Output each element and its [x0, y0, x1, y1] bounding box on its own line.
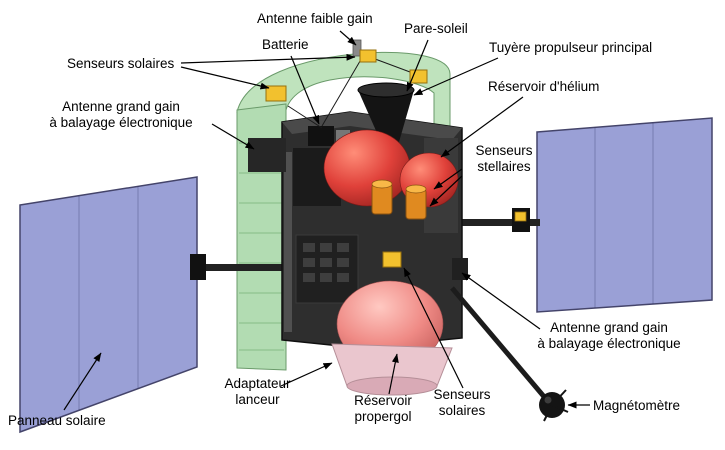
label-senseurs-solaires-haut: Senseurs solaires [67, 56, 175, 71]
leader-panneau-solaire [63, 352, 102, 411]
low-gain-antenna [352, 39, 362, 57]
label-adaptateur-lanceur: Adaptateur lanceur [224, 376, 291, 408]
sun-sensors [265, 49, 428, 268]
magnetometer-boom [450, 286, 569, 422]
main-thruster-nozzle [357, 82, 415, 142]
leader-senseurs-solaires-haut-2 [180, 66, 270, 90]
solar-panel-left-arm [190, 254, 286, 280]
leader-reservoir-propergol [388, 353, 399, 395]
side-antenna-right-mount [452, 258, 468, 280]
leader-batterie [290, 55, 320, 125]
leader-antenne-grand-gain-droite [461, 272, 541, 330]
label-tuyere-propulseur: Tuyère propulseur principal [489, 40, 653, 55]
label-pare-soleil: Pare-soleil [404, 21, 468, 36]
side-antenna-left-mount [248, 138, 286, 172]
solar-panel-left [19, 176, 198, 434]
label-antenne-grand-gain-droite: Antenne grand gain à balayage électroniq… [537, 320, 681, 352]
leader-reservoir-helium [440, 96, 524, 158]
leader-senseurs-solaires-haut-1 [180, 53, 356, 64]
leader-antenne-faible-gain [339, 30, 357, 46]
leader-tuyere [413, 57, 499, 96]
label-magnetometre: Magnétomètre [593, 398, 681, 413]
label-senseurs-stellaires: Senseurs stellaires [475, 143, 533, 175]
leader-senseurs-stellaires-1 [433, 168, 463, 190]
leader-adaptateur-lanceur [280, 362, 333, 387]
label-antenne-grand-gain-gauche: Antenne grand gain à balayage électroniq… [49, 99, 193, 131]
launcher-adapter [331, 343, 453, 396]
star-sensors [371, 179, 427, 220]
leader-senseurs-stellaires-2 [429, 175, 463, 207]
label-batterie: Batterie [262, 37, 309, 52]
solar-panel-right [536, 117, 713, 313]
label-senseurs-solaires-bas: Senseurs solaires [433, 387, 491, 419]
leader-antenne-grand-gain-gauche [211, 123, 255, 150]
leader-arrows [63, 30, 590, 411]
solar-panel-right-arm [458, 208, 540, 232]
battery-box [308, 126, 334, 146]
leader-pare-soleil [406, 39, 429, 92]
label-antenne-faible-gain: Antenne faible gain [257, 11, 373, 26]
label-reservoir-propergol: Réservoir propergol [354, 393, 412, 425]
label-reservoir-helium: Réservoir d'hélium [488, 79, 600, 94]
label-panneau-solaire: Panneau solaire [8, 413, 106, 428]
leader-senseurs-solaires-bas [403, 267, 464, 389]
